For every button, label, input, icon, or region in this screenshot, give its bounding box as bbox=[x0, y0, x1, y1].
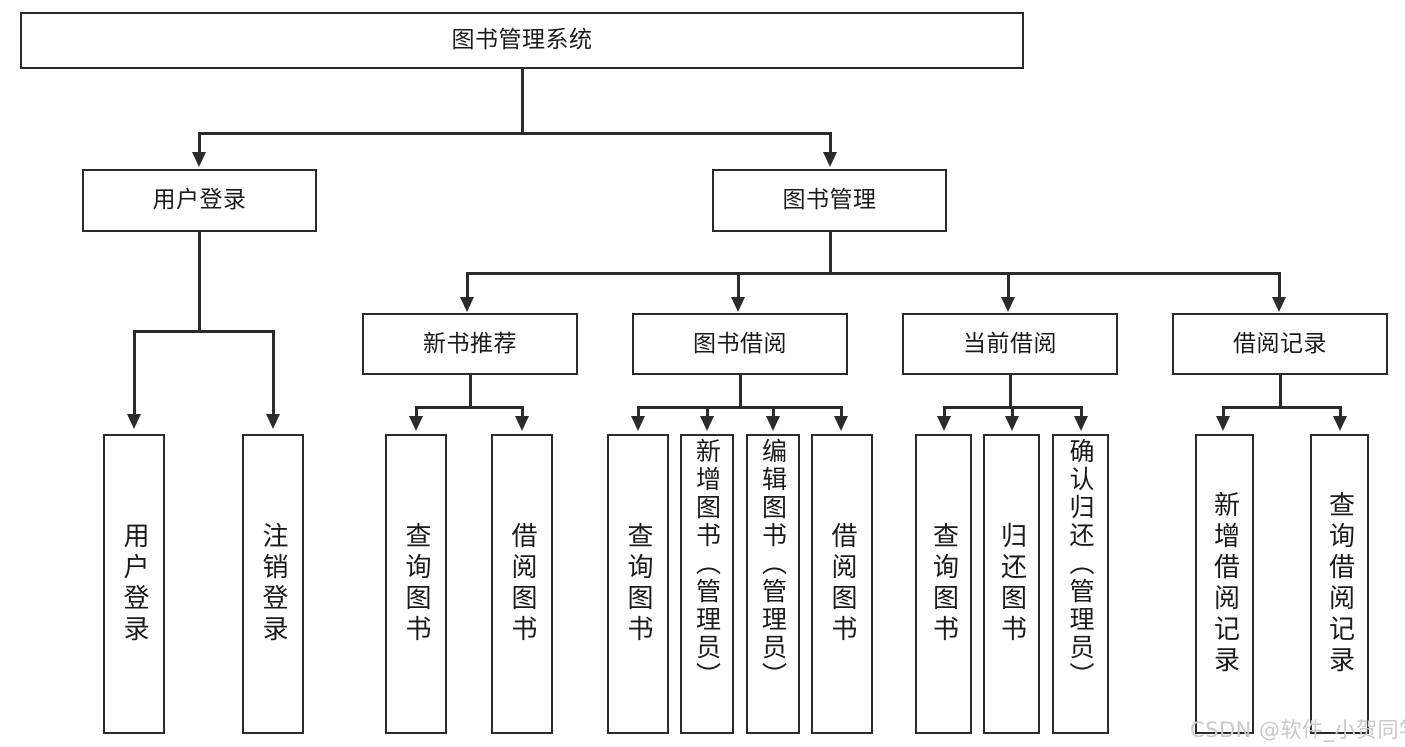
connector-cb-drop-2 bbox=[1011, 406, 1014, 418]
arrow-cb-to-leaf-3 bbox=[1074, 416, 1088, 431]
connector-br-bus bbox=[1222, 406, 1339, 409]
leaf-new-book-query-book[interactable]: 查询图书 bbox=[385, 434, 447, 734]
arrow-nbr-to-leaf-2 bbox=[515, 416, 529, 431]
leaf-borrow-record-add-record[interactable]: 新增借阅记录 bbox=[1195, 434, 1254, 734]
connector-nbr-bus bbox=[415, 406, 523, 409]
arrow-bb-to-leaf-1 bbox=[631, 416, 645, 431]
node-label: 查询图书 bbox=[623, 522, 653, 646]
node-label: 新增借阅记录 bbox=[1209, 491, 1240, 677]
connector-cb-stem bbox=[1009, 375, 1012, 408]
connector-bb-drop-1 bbox=[637, 406, 640, 418]
node-book-management[interactable]: 图书管理 bbox=[712, 169, 947, 232]
connector-root-bus bbox=[198, 132, 832, 135]
node-current-borrow[interactable]: 当前借阅 bbox=[902, 313, 1118, 375]
connector-bb-stem bbox=[739, 375, 742, 408]
arrow-br-to-leaf-2 bbox=[1333, 416, 1347, 431]
connector-nbr-stem bbox=[469, 375, 472, 408]
leaf-new-book-borrow-book[interactable]: 借阅图书 bbox=[491, 434, 553, 734]
connector-book-management-bus bbox=[466, 272, 1280, 275]
leaf-user-login-logout[interactable]: 注销登录 bbox=[242, 434, 304, 734]
node-label: 用户登录 bbox=[119, 522, 149, 646]
node-label: 用户登录 bbox=[152, 187, 247, 214]
node-new-book-recommend[interactable]: 新书推荐 bbox=[362, 313, 578, 375]
connector-user-login-stem bbox=[198, 232, 201, 332]
arrow-bb-to-leaf-4 bbox=[834, 416, 848, 431]
connector-bb-bus bbox=[637, 406, 842, 409]
connector-nbr-drop-2 bbox=[521, 406, 524, 418]
node-label: 图书管理 bbox=[782, 187, 877, 214]
node-label: 借阅图书 bbox=[827, 522, 857, 646]
leaf-current-borrow-return-book[interactable]: 归还图书 bbox=[983, 434, 1040, 734]
connector-book-management-stem bbox=[829, 232, 832, 274]
node-label: 借阅图书 bbox=[507, 522, 537, 646]
connector-user-login-drop-2 bbox=[272, 330, 275, 416]
node-book-borrow[interactable]: 图书借阅 bbox=[632, 313, 848, 375]
arrow-root-to-user-login bbox=[192, 152, 206, 167]
connector-user-login-drop-1 bbox=[133, 330, 136, 416]
node-label: 借阅记录 bbox=[1233, 330, 1327, 357]
leaf-book-borrow-add-book-admin[interactable]: 新增图书（管理员） bbox=[680, 434, 734, 734]
arrow-bb-to-leaf-3 bbox=[766, 416, 780, 431]
node-label: 图书借阅 bbox=[693, 330, 787, 357]
node-label: 新书推荐 bbox=[423, 330, 517, 357]
arrow-cb-to-leaf-1 bbox=[937, 416, 951, 431]
node-label: 归还图书 bbox=[996, 522, 1027, 646]
connector-user-login-bus bbox=[133, 330, 275, 333]
connector-bb-drop-4 bbox=[840, 406, 843, 418]
leaf-book-borrow-query-book[interactable]: 查询图书 bbox=[607, 434, 669, 734]
leaf-borrow-record-query-record[interactable]: 查询借阅记录 bbox=[1310, 434, 1369, 734]
arrow-bm-to-current-borrow bbox=[1001, 297, 1015, 312]
node-label: 编辑图书（管理员） bbox=[758, 438, 788, 690]
csdn-watermark: CSDN @软件_小贺同学 bbox=[1190, 718, 1405, 742]
connector-bm-drop-1 bbox=[466, 272, 469, 299]
node-label: 查询借阅记录 bbox=[1324, 491, 1355, 677]
leaf-current-borrow-query-book[interactable]: 查询图书 bbox=[915, 434, 972, 734]
node-borrow-record[interactable]: 借阅记录 bbox=[1172, 313, 1388, 375]
connector-root-to-user-login bbox=[198, 132, 201, 154]
node-user-login[interactable]: 用户登录 bbox=[82, 169, 317, 232]
node-root-book-management-system[interactable]: 图书管理系统 bbox=[20, 12, 1024, 69]
connector-bb-drop-3 bbox=[772, 406, 775, 418]
arrow-bm-to-book-borrow bbox=[731, 297, 745, 312]
connector-root-stem bbox=[521, 69, 524, 134]
arrow-bm-to-borrow-record bbox=[1272, 297, 1286, 312]
connector-cb-drop-1 bbox=[943, 406, 946, 418]
connector-br-drop-1 bbox=[1222, 406, 1225, 418]
connector-root-to-book-management bbox=[829, 132, 832, 154]
leaf-book-borrow-edit-book-admin[interactable]: 编辑图书（管理员） bbox=[746, 434, 800, 734]
node-label: 新增图书（管理员） bbox=[692, 438, 722, 690]
connector-bm-drop-4 bbox=[1278, 272, 1281, 299]
connector-br-stem bbox=[1279, 375, 1282, 408]
arrow-root-to-book-management bbox=[823, 152, 837, 167]
connector-cb-drop-3 bbox=[1080, 406, 1083, 418]
node-label: 当前借阅 bbox=[963, 330, 1057, 357]
connector-nbr-drop-1 bbox=[415, 406, 418, 418]
leaf-user-login-login[interactable]: 用户登录 bbox=[103, 434, 165, 734]
arrow-br-to-leaf-1 bbox=[1216, 416, 1230, 431]
arrow-user-login-to-leaf-1 bbox=[127, 414, 141, 429]
leaf-current-borrow-confirm-return-admin[interactable]: 确认归还（管理员） bbox=[1052, 434, 1109, 734]
connector-bm-drop-3 bbox=[1007, 272, 1010, 299]
leaf-book-borrow-borrow-book[interactable]: 借阅图书 bbox=[811, 434, 873, 734]
arrow-bm-to-new-book-recommend bbox=[460, 297, 474, 312]
arrow-cb-to-leaf-2 bbox=[1005, 416, 1019, 431]
arrow-user-login-to-leaf-2 bbox=[266, 414, 280, 429]
connector-br-drop-2 bbox=[1339, 406, 1342, 418]
node-label: 图书管理系统 bbox=[451, 27, 593, 54]
arrow-bb-to-leaf-2 bbox=[700, 416, 714, 431]
node-label: 查询图书 bbox=[401, 522, 431, 646]
node-label: 查询图书 bbox=[928, 522, 959, 646]
connector-bb-drop-2 bbox=[706, 406, 709, 418]
node-label: 注销登录 bbox=[258, 522, 288, 646]
connector-bm-drop-2 bbox=[737, 272, 740, 299]
arrow-nbr-to-leaf-1 bbox=[409, 416, 423, 431]
node-label: 确认归还（管理员） bbox=[1066, 438, 1095, 690]
